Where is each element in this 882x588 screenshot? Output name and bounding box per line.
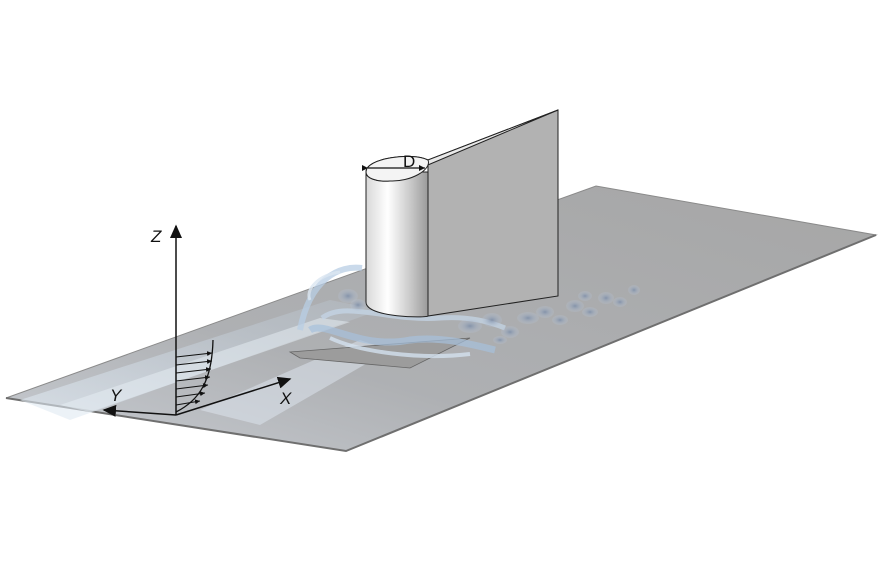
profile-arrow	[175, 359, 213, 366]
y-axis-label: Y	[110, 386, 123, 405]
wall-mounted-body	[362, 109, 559, 318]
profile-arrow	[175, 399, 201, 406]
z-axis-label: Z	[150, 227, 162, 246]
vortex-system	[288, 264, 640, 369]
coordinate-axes	[102, 224, 292, 417]
diameter-label: D	[403, 152, 415, 171]
profile-arrow	[175, 375, 211, 382]
x-axis-label: X	[279, 389, 292, 408]
x-axis	[175, 376, 292, 416]
wake-blobs	[338, 285, 640, 344]
profile-arrow	[175, 367, 212, 374]
y-axis	[102, 404, 177, 417]
profile-arrow	[175, 383, 209, 390]
cylinder-front	[365, 171, 429, 318]
profile-arrow	[175, 391, 206, 398]
profile-arrow	[175, 351, 213, 358]
velocity-profile	[175, 339, 214, 413]
wedge-side	[427, 109, 559, 317]
